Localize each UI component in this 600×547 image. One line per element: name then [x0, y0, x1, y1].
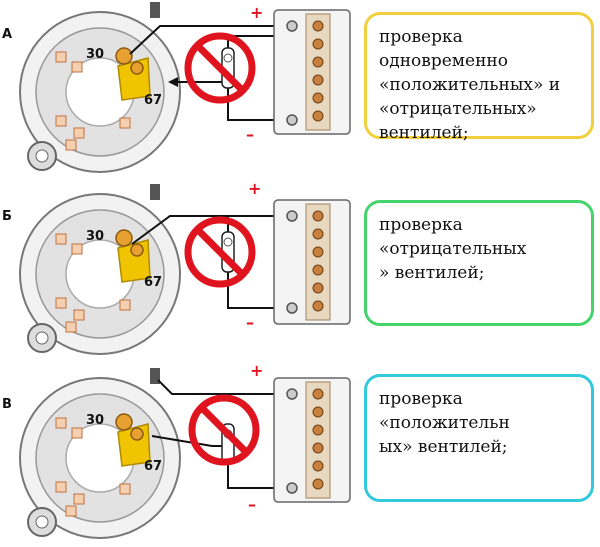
- terminal-67-label: 67: [144, 275, 162, 290]
- battery: [273, 9, 351, 135]
- description-line: проверка: [379, 27, 463, 47]
- description-line: ых» вентилей;: [379, 437, 508, 457]
- description-line: » вентилей;: [379, 263, 485, 283]
- minus-sign: –: [246, 313, 254, 332]
- wiring-diagram: 30 67 + –: [19, 179, 351, 355]
- panel-a: А 30 67: [0, 0, 600, 180]
- minus-sign: –: [246, 125, 254, 144]
- panel-label: А: [2, 27, 13, 42]
- wiring-diagram: 30 67 + –: [19, 361, 351, 539]
- description-line: «положительных» и: [379, 75, 561, 95]
- panel-label: В: [2, 397, 12, 412]
- description-box: проверка одновременно «положительных» и …: [364, 12, 594, 143]
- prohibition-icon: [188, 394, 260, 466]
- description-line: «отрицательных»: [379, 99, 537, 119]
- terminal-67-label: 67: [144, 459, 162, 474]
- description-line: «отрицательных: [379, 239, 527, 259]
- plus-sign: +: [250, 3, 263, 22]
- terminal-30-label: 30: [86, 413, 104, 428]
- prohibition-icon: [184, 32, 256, 104]
- description-line: проверка: [379, 215, 463, 235]
- battery: [273, 199, 351, 325]
- terminal-30-label: 30: [86, 47, 104, 62]
- battery: [273, 377, 351, 503]
- panel-label: Б: [2, 209, 12, 224]
- alternator: [19, 184, 181, 355]
- description-line: одновременно: [379, 51, 508, 71]
- description-line: вентилей;: [379, 123, 469, 143]
- prohibition-icon: [184, 216, 256, 288]
- arrow-icon: [168, 77, 178, 87]
- description-box: проверка «положительн ых» вентилей;: [364, 374, 594, 502]
- wiring-diagram: 30 67 + –: [19, 2, 351, 173]
- description-line: «положительн: [379, 413, 510, 433]
- plus-sign: +: [250, 361, 263, 380]
- panel-c: В 30 67: [0, 361, 600, 544]
- plus-sign: +: [248, 179, 261, 198]
- description-box: проверка «отрицательных » вентилей;: [364, 200, 594, 326]
- minus-sign: –: [248, 495, 256, 514]
- terminal-67-label: 67: [144, 93, 162, 108]
- terminal-30-label: 30: [86, 229, 104, 244]
- alternator: [19, 2, 181, 173]
- description-line: проверка: [379, 389, 463, 409]
- panel-b: Б 30 67: [0, 179, 600, 362]
- alternator: [19, 368, 181, 539]
